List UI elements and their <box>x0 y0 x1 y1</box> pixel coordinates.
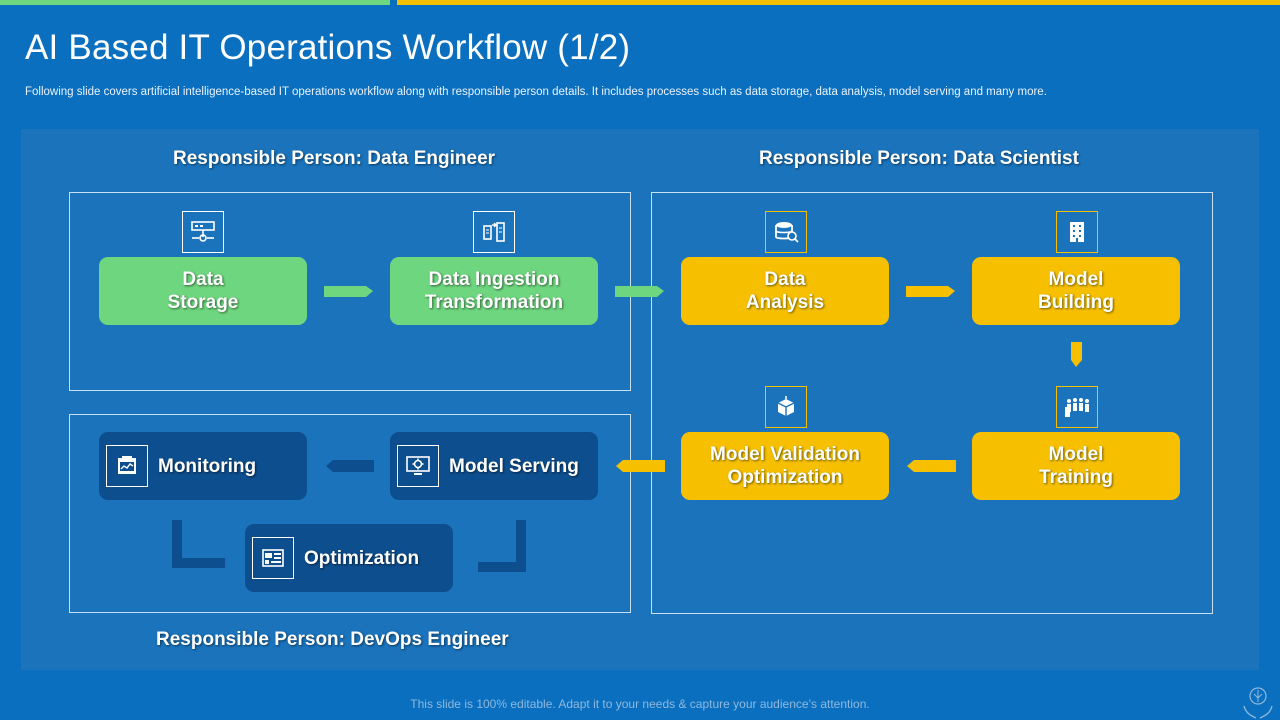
top-accent-yellow <box>397 0 1280 5</box>
step-label: Model Validation Optimization <box>710 444 860 488</box>
hands-brain-icon <box>1243 687 1273 719</box>
step-data-storage: Data Storage <box>99 257 307 325</box>
dashboard-icon <box>252 537 294 579</box>
server-icon <box>182 211 224 253</box>
step-optimization: Optimization <box>245 524 453 592</box>
arrow-validation-to-serving <box>616 460 665 472</box>
step-label: Data Ingestion Transformation <box>424 269 564 313</box>
step-label: Monitoring <box>158 455 257 477</box>
step-data-analysis: Data Analysis <box>681 257 889 325</box>
arrow-storage-to-ingestion <box>324 286 373 297</box>
step-model-serving: Model Serving <box>390 432 598 500</box>
footer-note: This slide is 100% editable. Adapt it to… <box>410 697 870 711</box>
cube-icon <box>765 386 807 428</box>
database-search-icon <box>765 211 807 253</box>
top-accent-green <box>0 0 390 5</box>
slide-subtitle: Following slide covers artificial intell… <box>25 86 1047 98</box>
diagram-panel <box>21 129 1259 670</box>
slide-title: AI Based IT Operations Workflow (1/2) <box>25 28 631 67</box>
team-icon <box>1056 386 1098 428</box>
arrow-training-to-validation <box>907 460 956 472</box>
step-data-ingestion: Data Ingestion Transformation <box>390 257 598 325</box>
data-scientist-group <box>651 192 1213 614</box>
step-label: Optimization <box>304 547 420 569</box>
step-model-building: Model Building <box>972 257 1180 325</box>
building-icon <box>1056 211 1098 253</box>
step-monitoring: Monitoring <box>99 432 307 500</box>
step-label: Model Building <box>1038 269 1114 313</box>
step-model-training: Model Training <box>972 432 1180 500</box>
step-label: Data Storage <box>167 269 239 313</box>
devops-engineer-group <box>69 414 631 613</box>
data-transfer-icon <box>473 211 515 253</box>
step-model-validation: Model Validation Optimization <box>681 432 889 500</box>
section-heading-data-scientist: Responsible Person: Data Scientist <box>759 148 1079 169</box>
step-label: Model Serving <box>449 455 579 477</box>
step-label: Data Analysis <box>745 269 825 313</box>
monitoring-screen-icon <box>106 445 148 487</box>
monitor-settings-icon <box>397 445 439 487</box>
arrow-analysis-to-building <box>906 286 955 297</box>
arrow-serving-to-monitoring <box>326 460 374 472</box>
arrow-ingestion-to-analysis <box>615 286 664 297</box>
arrow-optimization-to-serving <box>478 520 526 572</box>
section-heading-devops-engineer: Responsible Person: DevOps Engineer <box>156 629 509 650</box>
step-label: Model Training <box>1039 444 1113 488</box>
section-heading-data-engineer: Responsible Person: Data Engineer <box>173 148 496 169</box>
arrow-monitoring-to-optimization <box>172 520 225 568</box>
arrow-building-to-training <box>1071 342 1082 367</box>
